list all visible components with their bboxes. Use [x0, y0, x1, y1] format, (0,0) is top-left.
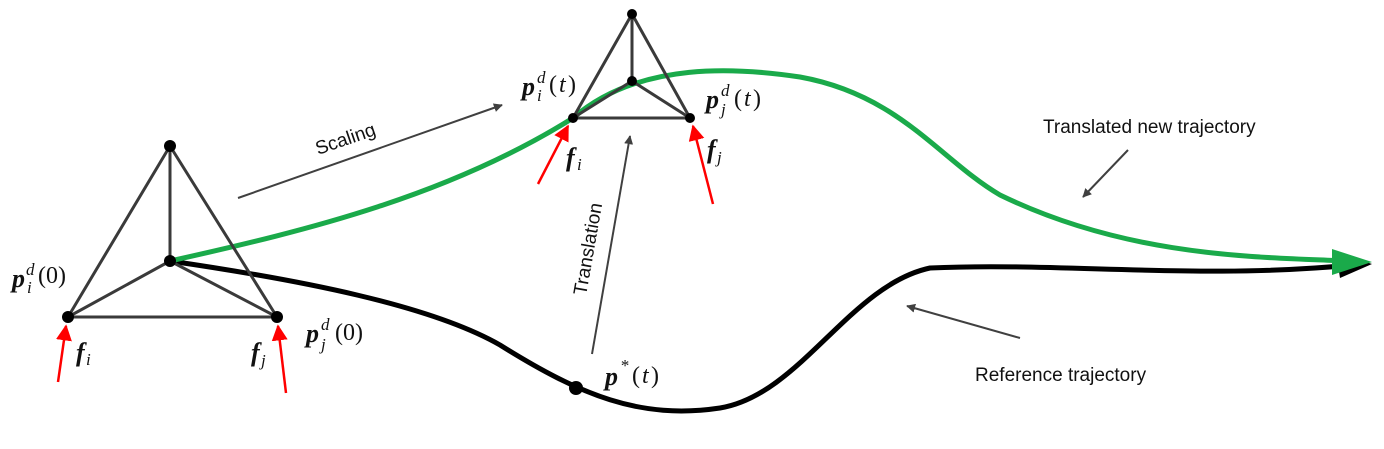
label-pid-0-superscript: d: [26, 260, 35, 279]
label-pjd-t: p d j ( t ): [704, 81, 761, 119]
scaled-node-i: [568, 113, 578, 123]
label-pjd-t-superscript: d: [721, 81, 730, 100]
label-pjd-0-time: (0): [335, 320, 363, 346]
scaled-node-top: [627, 9, 637, 19]
label-pid-0-subscript: i: [27, 278, 32, 297]
label-pstar-t-vector: p: [603, 362, 618, 391]
label-fj-scaled-subscript: j: [715, 148, 722, 167]
label-fj-initial-vector: f: [251, 338, 262, 367]
label-fj-initial-subscript: j: [259, 351, 266, 370]
translation-label: Translation: [570, 201, 607, 297]
label-fj-scaled-vector: f: [707, 135, 718, 164]
reference-trajectory-curve: [167, 258, 1355, 414]
label-pstar-t-close: ): [651, 363, 659, 389]
label-pjd-0-superscript: d: [321, 315, 330, 334]
initial-node-center: [164, 255, 176, 267]
scaling-label: Scaling: [313, 120, 379, 160]
label-pstar-t-time: t: [642, 363, 650, 389]
reference-point-node: [569, 381, 583, 395]
scaled-node-j: [685, 113, 695, 123]
force-arrow-scaled-j: [688, 124, 715, 205]
label-pstar-t: p * ( t ): [603, 356, 659, 391]
label-pid-t-close: ): [568, 72, 576, 98]
scaled-node-center: [627, 76, 637, 86]
label-pjd-t-close: ): [753, 86, 761, 112]
label-pid-0-vector: p: [10, 264, 25, 293]
label-pid-t: p d i ( t ): [520, 68, 576, 105]
label-pid-t-vector: p: [520, 72, 535, 101]
label-fj-initial: f j: [251, 338, 266, 370]
label-pstar-t-open: (: [632, 363, 640, 389]
translated-trajectory-curve: [167, 68, 1348, 264]
label-pid-t-open: (: [549, 72, 557, 98]
label-fi-initial: f i: [76, 338, 91, 369]
label-pid-0: p d i (0): [10, 260, 66, 297]
label-fi-initial-subscript: i: [86, 350, 91, 369]
force-arrow-scaled-i: [536, 124, 570, 185]
initial-node-j: [271, 311, 283, 323]
translated-trajectory-arrowhead: [1332, 249, 1372, 275]
label-pstar-t-superscript: *: [620, 356, 629, 375]
scaling-arrow: [237, 103, 503, 199]
label-fi-scaled-vector: f: [566, 143, 577, 172]
label-pjd-t-time: t: [744, 86, 752, 112]
force-arrow-initial-i: [56, 324, 72, 383]
translated-trajectory-label: Translated new trajectory: [1043, 117, 1256, 138]
translated-trajectory-pointer: [1082, 149, 1129, 198]
scaled-formation: [571, 12, 692, 120]
label-fj-scaled: f j: [707, 135, 722, 167]
label-fi-initial-vector: f: [76, 338, 87, 367]
reference-trajectory-label: Reference trajectory: [975, 365, 1147, 386]
label-pjd-0-subscript: j: [319, 335, 326, 354]
label-fi-scaled-subscript: i: [577, 155, 582, 174]
label-fi-scaled: f i: [566, 143, 582, 174]
label-pid-t-superscript: d: [537, 68, 546, 87]
label-pjd-t-subscript: j: [719, 100, 726, 119]
label-pid-t-time: t: [559, 72, 567, 98]
label-pjd-0: p d j (0): [304, 315, 363, 354]
initial-node-top: [164, 140, 176, 152]
initial-formation: [66, 144, 279, 319]
label-pjd-t-vector: p: [704, 85, 719, 114]
reference-trajectory-pointer: [906, 303, 1021, 339]
label-pid-t-subscript: i: [537, 86, 542, 105]
label-pid-0-time: (0): [38, 263, 66, 289]
label-pjd-0-vector: p: [304, 319, 319, 348]
force-arrow-initial-j: [271, 324, 288, 394]
initial-node-i: [62, 311, 74, 323]
translation-arrow: [591, 135, 634, 355]
label-pjd-t-open: (: [734, 86, 742, 112]
